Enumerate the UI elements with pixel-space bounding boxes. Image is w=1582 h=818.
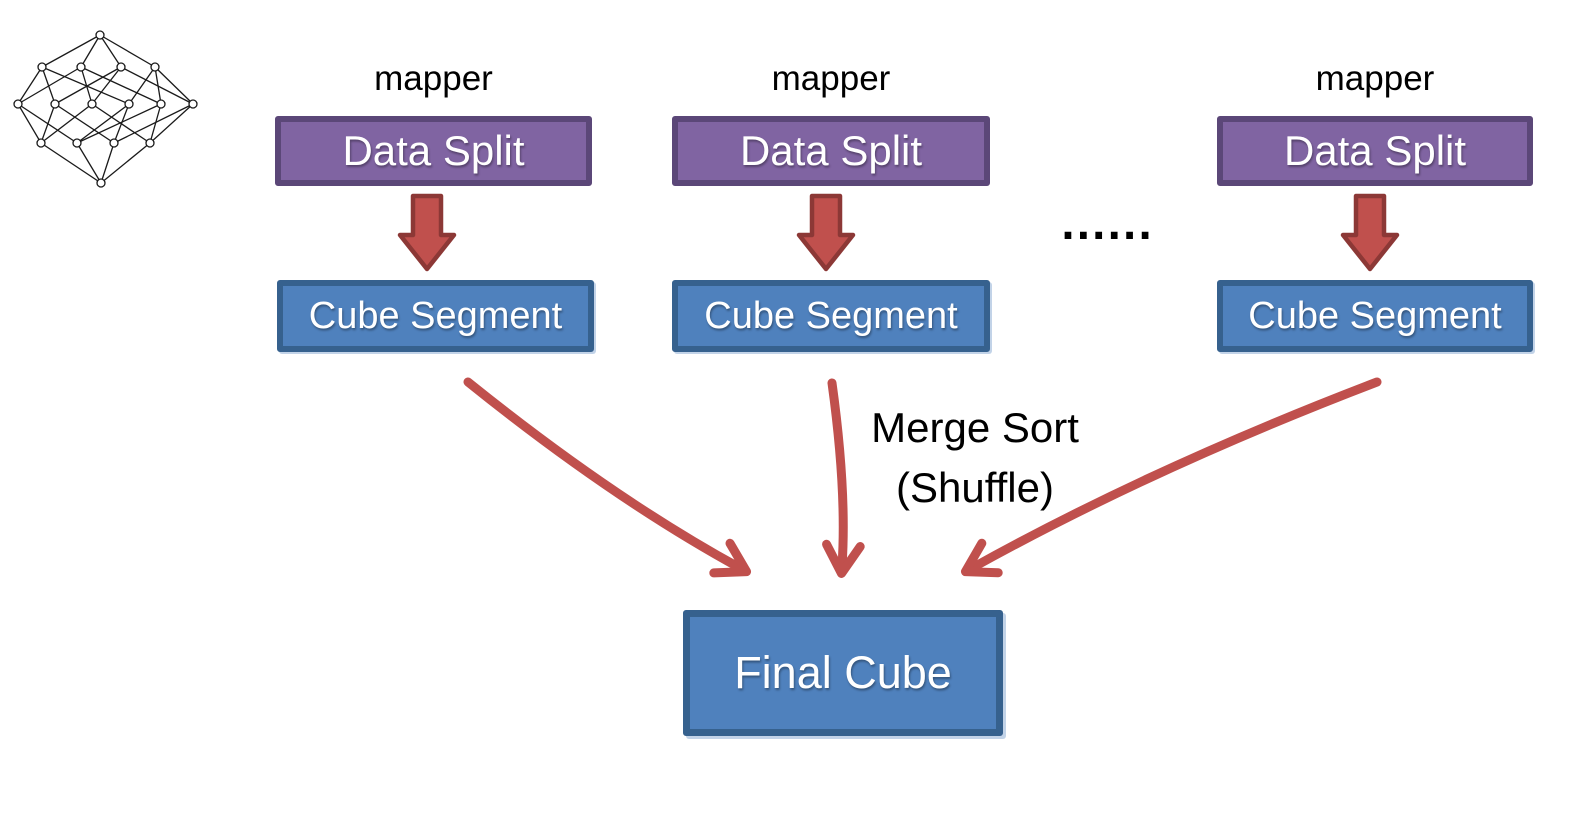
down-arrow-icon <box>397 193 457 272</box>
mapper-label-2: mapper <box>771 59 891 98</box>
merge-sort-caption: Merge Sort (Shuffle) <box>825 398 1125 518</box>
down-arrow-icon <box>796 193 856 272</box>
data-split-box-1: Data Split <box>275 116 592 186</box>
final-cube-box: Final Cube <box>683 610 1003 736</box>
cube-segment-box-2: Cube Segment <box>672 280 990 352</box>
data-split-box-3: Data Split <box>1217 116 1533 186</box>
connector-left <box>463 377 752 578</box>
data-split-box-2: Data Split <box>672 116 990 186</box>
mapper-label-3: mapper <box>1315 59 1435 98</box>
mapper-label-1: mapper <box>374 59 493 98</box>
ellipsis-dots: ...... <box>1060 204 1154 248</box>
merge-sort-caption-line1: Merge Sort <box>871 404 1079 451</box>
down-arrow-icon <box>1340 193 1400 272</box>
cuboid-lattice-icon <box>13 30 198 188</box>
cube-segment-box-1: Cube Segment <box>277 280 594 352</box>
cube-segment-box-3: Cube Segment <box>1217 280 1533 352</box>
merge-sort-caption-line2: (Shuffle) <box>896 464 1054 511</box>
